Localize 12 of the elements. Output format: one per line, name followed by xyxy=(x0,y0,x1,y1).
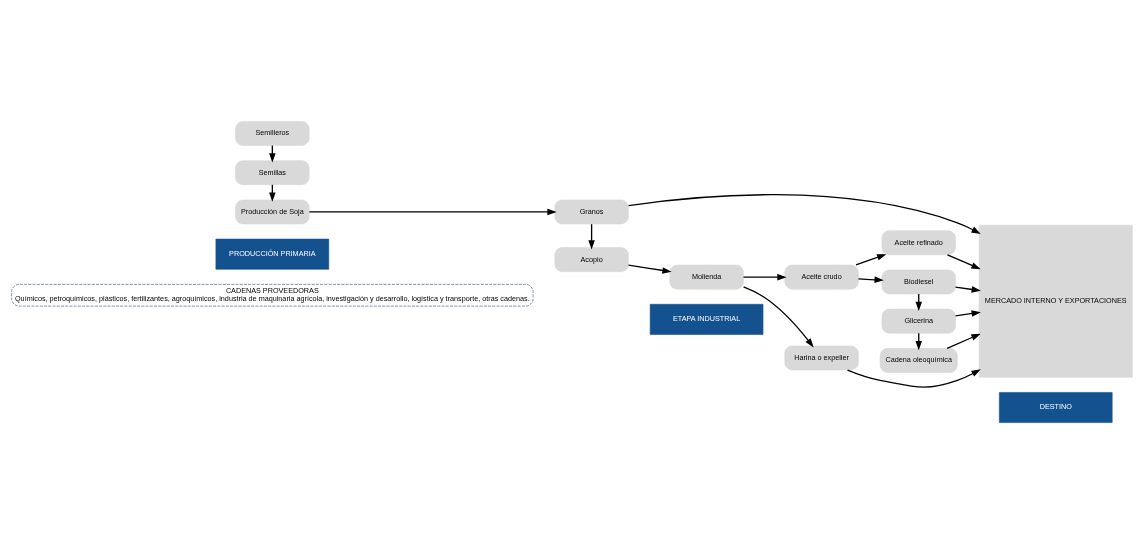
arrow xyxy=(946,253,981,269)
arrow xyxy=(308,208,557,215)
arrow xyxy=(954,285,981,293)
arrow xyxy=(954,309,981,317)
arrow xyxy=(846,368,981,388)
arrow xyxy=(946,333,981,349)
arrow xyxy=(857,276,884,283)
arrow xyxy=(627,264,672,274)
arrow xyxy=(627,193,981,234)
arrow xyxy=(855,253,887,266)
arrow xyxy=(742,273,787,280)
arrow xyxy=(742,285,814,348)
